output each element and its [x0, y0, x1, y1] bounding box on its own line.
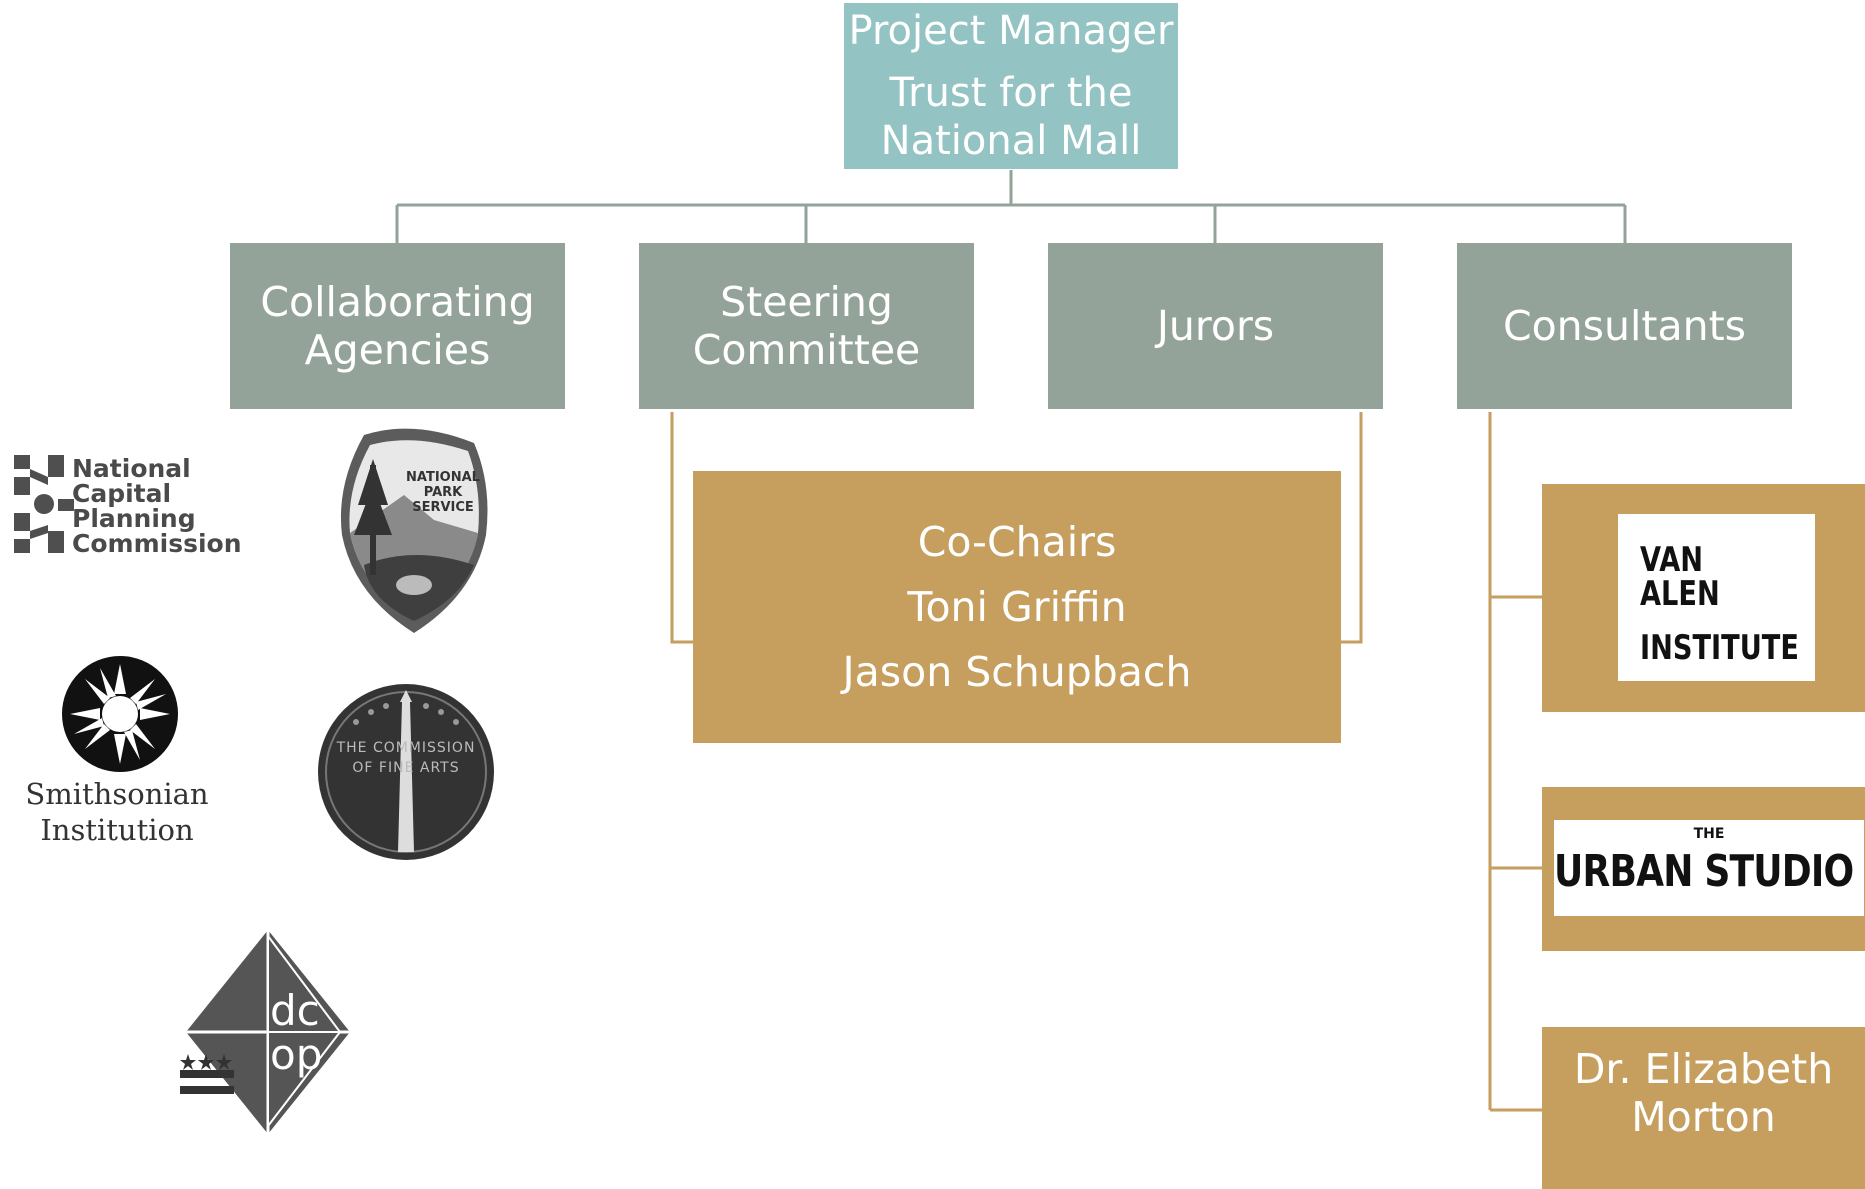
steering-committee-node: Steering Committee: [639, 243, 974, 409]
collaborating-agencies-node: Collaborating Agencies: [230, 243, 565, 409]
ncpc-logo-line3: Planning: [72, 504, 196, 533]
ncpc-logo-line4: Commission: [72, 529, 242, 558]
nps-logo-line3: SERVICE: [412, 500, 474, 515]
steering-committee-line1: Steering: [720, 278, 893, 326]
ncpc-logo-line1: National: [72, 454, 191, 483]
steering-committee-line2: Committee: [692, 326, 921, 374]
urban-studio-logo-main: URBAN STUDIO: [1554, 846, 1854, 897]
jurors-node: Jurors: [1048, 243, 1383, 409]
smithsonian-logo-line2: Institution: [40, 813, 194, 847]
dcop-logo-line2: op: [270, 1030, 323, 1079]
ncpc-logo-line2: Capital: [72, 479, 172, 508]
cfa-seal-logo: [318, 684, 494, 860]
consultants-label: Consultants: [1502, 302, 1747, 350]
project-manager-title: Project Manager: [848, 8, 1174, 54]
urban-studio-logo: THE URBAN STUDIO: [1554, 820, 1864, 916]
van-alen-logo-line3: INSTITUTE: [1640, 628, 1799, 668]
collaborating-agencies-line1: Collaborating: [260, 278, 535, 326]
jurors-label: Jurors: [1156, 302, 1275, 350]
ncpc-logo-mark: [14, 455, 74, 553]
co-chairs-title: Co-Chairs: [917, 517, 1117, 566]
cfa-seal-text: THE COMMISSION OF FINE ARTS: [336, 740, 476, 776]
project-manager-org-line1: Trust for the: [889, 70, 1133, 116]
collaborating-agencies-line2: Agencies: [304, 326, 491, 374]
van-alen-logo-line1: VAN: [1640, 540, 1704, 580]
nps-logo-line1: NATIONAL: [406, 470, 480, 485]
van-alen-logo-line2: ALEN: [1640, 574, 1720, 614]
nps-logo-line2: PARK: [423, 485, 463, 500]
smithsonian-logo-line1: Smithsonian: [25, 777, 209, 811]
van-alen-logo: VAN ALEN INSTITUTE: [1618, 514, 1815, 681]
dcop-logo-line1: dc: [270, 986, 320, 1035]
dc-office-of-planning-logo: [180, 930, 350, 1134]
elizabeth-morton-node: Dr. Elizabeth Morton: [1542, 1027, 1865, 1189]
elizabeth-morton-line1: Dr. Elizabeth: [1573, 1045, 1834, 1093]
elizabeth-morton-line2: Morton: [1631, 1093, 1776, 1141]
co-chairs-node: Co-Chairs Toni Griffin Jason Schupbach: [693, 471, 1341, 743]
co-chair-member-2: Jason Schupbach: [842, 647, 1192, 696]
consultants-node: Consultants: [1457, 243, 1792, 409]
urban-studio-logo-small: THE: [1693, 826, 1725, 842]
smithsonian-sun-logo: [62, 656, 178, 772]
project-manager-org-line2: National Mall: [880, 118, 1142, 164]
nps-arrowhead-logo: [340, 428, 488, 633]
co-chair-member-1: Toni Griffin: [907, 582, 1127, 631]
project-manager-node: Project Manager Trust for the National M…: [844, 3, 1178, 169]
